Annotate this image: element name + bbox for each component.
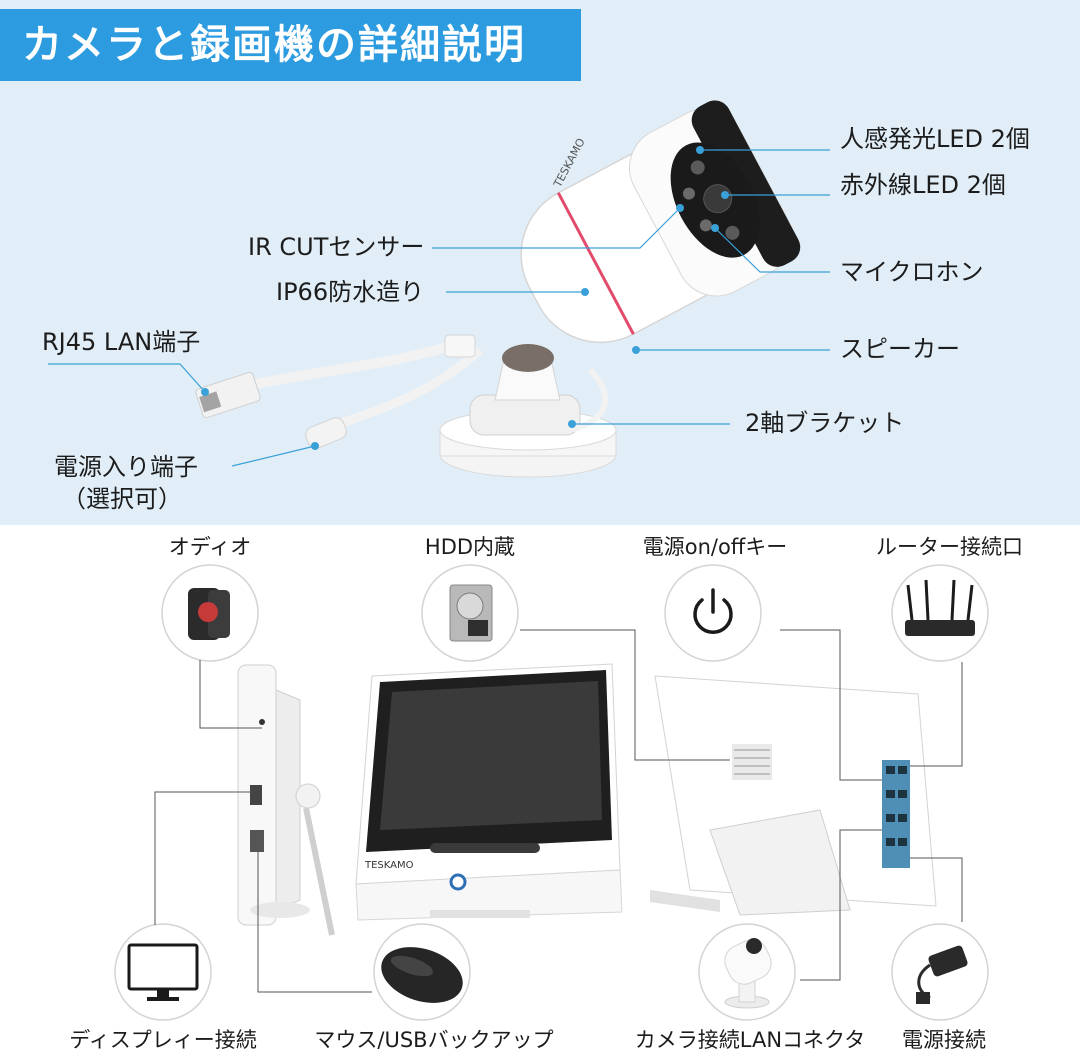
monitor-icon	[127, 943, 199, 1001]
label-bracket: 2軸ブラケット	[745, 409, 905, 437]
line-audio	[199, 660, 262, 729]
line-display	[154, 791, 252, 925]
mini-camera-icon	[724, 938, 772, 1009]
line-power-key	[780, 629, 882, 781]
bracket-cable	[569, 367, 609, 433]
label-camera-lan: カメラ接続LANコネクタ	[634, 1028, 866, 1052]
pir-led-1	[690, 160, 705, 175]
label-power-port-note: （選択可）	[62, 485, 182, 513]
cable-junction	[444, 334, 476, 358]
label-ir-led: 赤外線LED 2個	[840, 171, 1006, 199]
camera-callout-lines	[48, 149, 830, 467]
label-mouse-usb: マウス/USBバックアップ	[314, 1028, 554, 1052]
camera-red-ring	[556, 192, 635, 335]
label-display: ディスプレィー接続	[69, 1028, 257, 1052]
line-mouse	[257, 852, 372, 993]
line-power-connect	[910, 857, 963, 922]
dc-connector	[305, 417, 347, 449]
label-power-port: 電源入り端子	[54, 453, 198, 481]
line-hdd	[520, 629, 730, 761]
label-rj45: RJ45 LAN端子	[42, 328, 201, 356]
bracket-joint	[502, 344, 554, 372]
camera-illustration: TESKAMO	[48, 100, 830, 478]
rj45-plug	[199, 391, 222, 413]
callout-line-power	[231, 445, 316, 467]
label-microphone: マイクロホン	[840, 258, 984, 286]
label-audio: オディオ	[168, 535, 252, 559]
callout-line-ircut	[432, 207, 681, 249]
line-camera-lan	[800, 829, 882, 981]
label-ir-cut: IR CUTセンサー	[248, 233, 425, 261]
callout-line-mic	[714, 227, 830, 273]
callout-dots	[201, 146, 729, 450]
page-title: カメラと録画機の詳細説明	[0, 9, 581, 81]
hdd-icon	[449, 584, 493, 642]
router-icon-circle	[891, 564, 989, 662]
mouse-icon	[381, 947, 463, 1003]
ir-led-2	[699, 219, 712, 232]
nvr-side-view	[237, 664, 335, 936]
label-speaker: スピーカー	[840, 335, 960, 363]
label-power-key: 電源on/offキー	[642, 535, 788, 559]
power-adapter-icon	[916, 945, 968, 1004]
power-button-icon	[693, 588, 733, 634]
label-ip66: IP66防水造り	[276, 278, 425, 306]
label-hdd: HDD内蔵	[424, 535, 516, 559]
label-power-connect: 電源接続	[902, 1028, 986, 1052]
callout-line-rj45	[48, 363, 206, 393]
line-router	[910, 662, 963, 767]
nvr-back-view	[650, 675, 937, 916]
nvr-connector-lines	[154, 629, 963, 993]
pir-led-2	[725, 225, 740, 240]
nvr-front-view	[355, 663, 623, 921]
router-icon	[905, 579, 975, 636]
ir-led-1	[682, 187, 695, 200]
nvr-brand-text: TESKAMO	[364, 860, 414, 871]
label-router: ルーター接続口	[876, 535, 1023, 559]
label-pir-led: 人感発光LED 2個	[840, 125, 1030, 153]
speaker-icon	[188, 588, 230, 640]
